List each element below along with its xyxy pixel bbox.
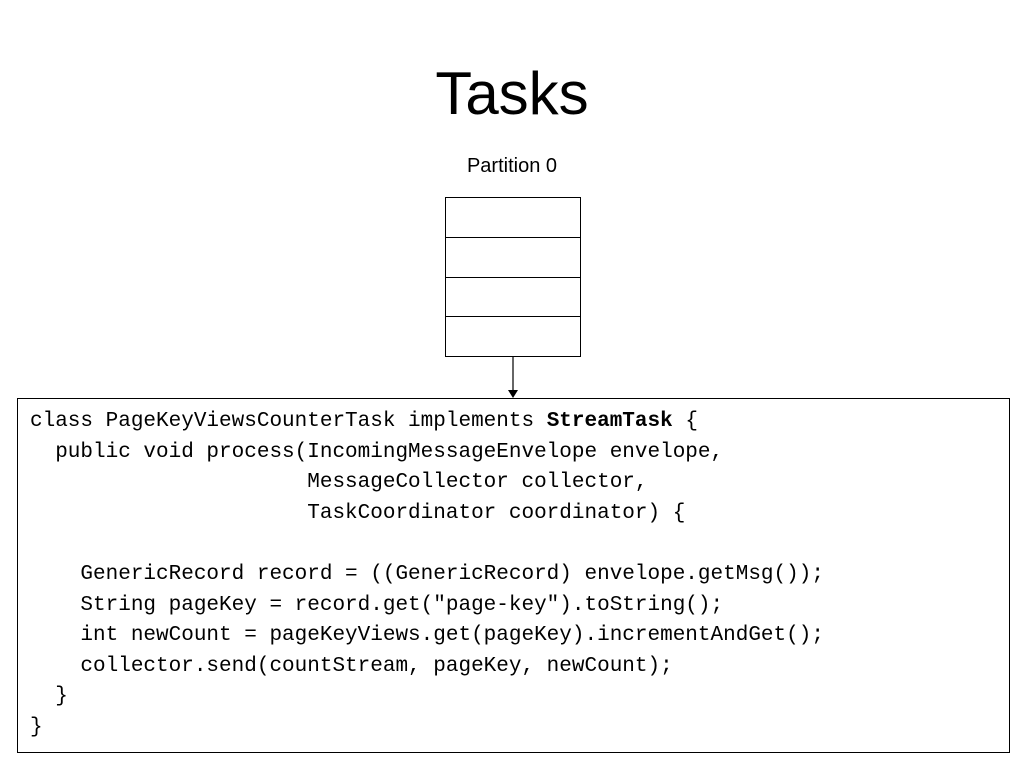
code-text: public void process(IncomingMessageEnvel… (30, 440, 724, 464)
arrow-head (508, 390, 518, 398)
partition-stack (445, 197, 581, 357)
partition-cell (446, 238, 580, 278)
code-line: class PageKeyViewsCounterTask implements… (30, 407, 824, 438)
code-line: GenericRecord record = ((GenericRecord) … (30, 560, 824, 591)
down-arrow (508, 357, 518, 398)
code-text: TaskCoordinator coordinator) { (30, 501, 686, 525)
code-text: class PageKeyViewsCounterTask implements (30, 410, 547, 433)
code-text: String pageKey = record.get("page-key").… (30, 593, 724, 617)
code-line: } (30, 682, 824, 713)
partition-cell (446, 317, 580, 356)
partition-cell (446, 198, 580, 238)
partition-label: Partition 0 (466, 155, 558, 177)
slide-title: Tasks (435, 60, 589, 127)
code-text: int newCount = pageKeyViews.get(pageKey)… (30, 624, 824, 648)
code-line: int newCount = pageKeyViews.get(pageKey)… (30, 621, 824, 652)
code-block: class PageKeyViewsCounterTask implements… (30, 407, 824, 744)
code-text: { (672, 410, 698, 433)
code-box: class PageKeyViewsCounterTask implements… (17, 398, 1010, 753)
code-line: String pageKey = record.get("page-key").… (30, 591, 824, 622)
code-text: } (30, 685, 68, 709)
code-line-blank (30, 529, 824, 560)
code-line: MessageCollector collector, (30, 468, 824, 499)
code-text-bold: StreamTask (546, 410, 673, 433)
code-text: MessageCollector collector, (30, 471, 648, 495)
code-line: } (30, 713, 824, 744)
code-text: collector.send(countStream, pageKey, new… (30, 654, 673, 678)
code-line: public void process(IncomingMessageEnvel… (30, 438, 824, 469)
code-text: } (30, 715, 43, 739)
code-line: collector.send(countStream, pageKey, new… (30, 652, 824, 683)
code-text: GenericRecord record = ((GenericRecord) … (30, 562, 824, 586)
code-line: TaskCoordinator coordinator) { (30, 499, 824, 530)
partition-cell (446, 278, 580, 318)
